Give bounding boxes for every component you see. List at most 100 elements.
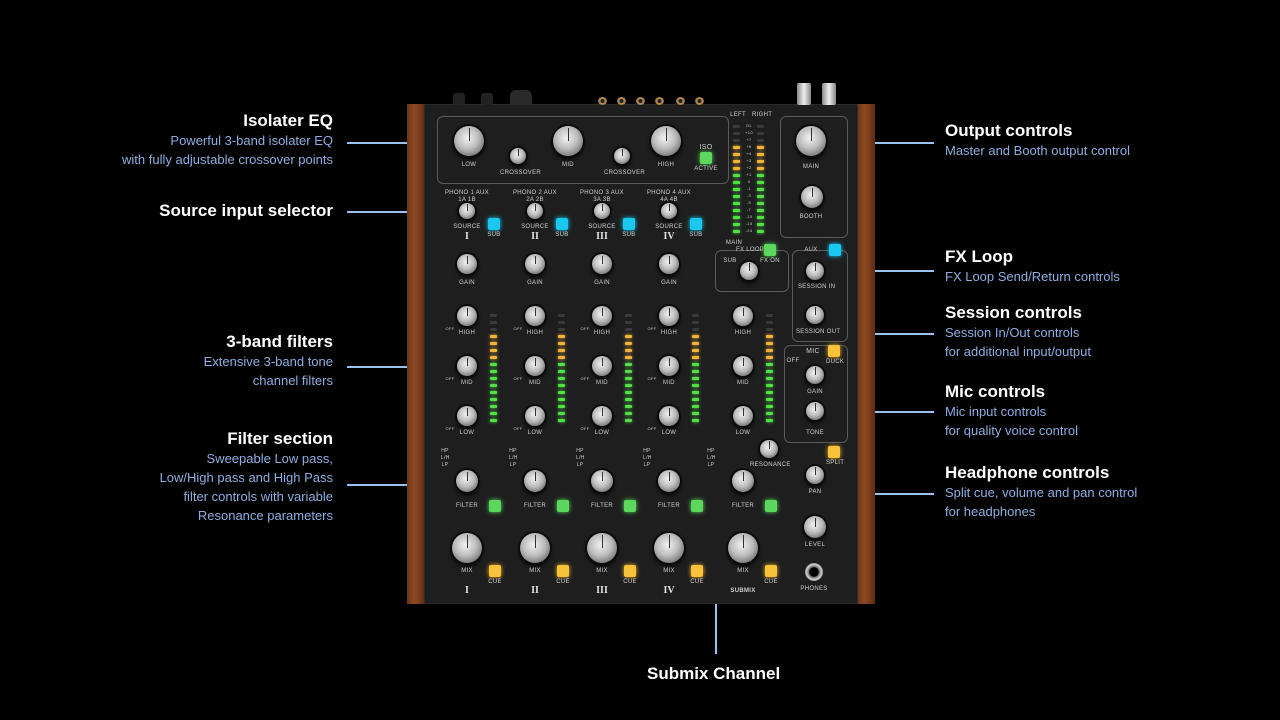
session-out-knob[interactable]: [806, 306, 824, 324]
cue-button[interactable]: [691, 565, 703, 577]
sub-button[interactable]: [690, 218, 702, 230]
eq-low-knob[interactable]: [525, 406, 545, 426]
eq-low-knob[interactable]: [454, 126, 484, 156]
submix-eq-low-knob[interactable]: [733, 406, 753, 426]
submix-eq-mid-knob[interactable]: [733, 356, 753, 376]
submix-filter-on-button[interactable]: [765, 500, 777, 512]
submix-mix-knob[interactable]: [728, 533, 758, 563]
filter-knob[interactable]: [456, 470, 478, 492]
filter-knob[interactable]: [524, 470, 546, 492]
eq-low-knob[interactable]: [659, 406, 679, 426]
source-selector-knob[interactable]: [459, 203, 475, 219]
channel-meter-led: [490, 328, 497, 331]
eq-mid-knob[interactable]: [457, 356, 477, 376]
cue-button[interactable]: [624, 565, 636, 577]
mix-knob[interactable]: [654, 533, 684, 563]
source-selector-knob[interactable]: [661, 203, 677, 219]
eq-mid-knob[interactable]: [592, 356, 612, 376]
split-button[interactable]: [828, 446, 840, 458]
channel-meter-led: [692, 342, 699, 345]
source-options-label: 1A 1B: [458, 197, 476, 203]
meter-led: [757, 223, 764, 226]
iso-active-button[interactable]: [700, 152, 712, 164]
crossover-low-knob[interactable]: [510, 148, 526, 164]
mix-knob[interactable]: [452, 533, 482, 563]
crossover-high-knob[interactable]: [614, 148, 630, 164]
rear-jack: [481, 93, 493, 105]
annotation-title: Headphone controls: [945, 463, 1110, 482]
headphone-pan-knob[interactable]: [806, 466, 824, 484]
iso-label: ISO: [699, 144, 713, 151]
submix-filter-knob[interactable]: [732, 470, 754, 492]
meter-led: [757, 230, 764, 233]
channel-meter-led: [692, 398, 699, 401]
crossover-label: CROSSOVER: [500, 170, 542, 176]
eq-high-knob[interactable]: [592, 306, 612, 326]
eq-high-knob[interactable]: [659, 306, 679, 326]
fx-on-button[interactable]: [764, 244, 776, 256]
submix-meter-led: [766, 370, 773, 373]
channel-meter-led: [490, 405, 497, 408]
sub-button[interactable]: [488, 218, 500, 230]
eq-high-knob[interactable]: [651, 126, 681, 156]
source-selector-knob[interactable]: [594, 203, 610, 219]
mic-gain-knob[interactable]: [806, 366, 824, 384]
filter-knob[interactable]: [591, 470, 613, 492]
cue-button[interactable]: [557, 565, 569, 577]
main-output-knob[interactable]: [796, 126, 826, 156]
mic-tone-knob[interactable]: [806, 402, 824, 420]
channel-meter-led: [490, 356, 497, 359]
gain-knob[interactable]: [525, 254, 545, 274]
annotation-desc-line: for quality voice control: [945, 423, 1078, 438]
eq-high-knob[interactable]: [457, 306, 477, 326]
mix-knob[interactable]: [520, 533, 550, 563]
eq-low-knob[interactable]: [592, 406, 612, 426]
eq-low-knob[interactable]: [457, 406, 477, 426]
source-selector-knob[interactable]: [527, 203, 543, 219]
filter-label: FILTER: [657, 503, 681, 509]
gain-knob[interactable]: [659, 254, 679, 274]
sub-button[interactable]: [623, 218, 635, 230]
xlr-connector: [797, 83, 811, 105]
filter-on-button[interactable]: [691, 500, 703, 512]
session-sub-button[interactable]: [829, 244, 841, 256]
session-in-knob[interactable]: [806, 262, 824, 280]
annotation-submix-channel: Submix Channel: [647, 664, 780, 684]
sub-label: SUB: [555, 232, 569, 238]
mix-label: MIX: [737, 568, 749, 574]
submix-eq-high-knob[interactable]: [733, 306, 753, 326]
submix-cue-button[interactable]: [765, 565, 777, 577]
headphone-jack[interactable]: [805, 563, 823, 581]
duck-button[interactable]: [828, 345, 840, 357]
filter-on-button[interactable]: [489, 500, 501, 512]
headphone-level-knob[interactable]: [804, 516, 826, 538]
gain-knob[interactable]: [457, 254, 477, 274]
meter-led: [757, 209, 764, 212]
cue-label: CUE: [488, 579, 502, 585]
eq-mid-knob[interactable]: [553, 126, 583, 156]
headphone-controls-pointer: [835, 493, 934, 495]
booth-output-knob[interactable]: [801, 186, 823, 208]
annotation-desc-line: for headphones: [945, 504, 1036, 519]
source-input-pointer: [347, 211, 457, 213]
mix-knob[interactable]: [587, 533, 617, 563]
source-label: SOURCE: [655, 224, 683, 230]
filter-knob[interactable]: [658, 470, 680, 492]
meter-scale-label: -15: [745, 221, 753, 226]
lp-label: LP: [576, 462, 584, 468]
eq-high-knob[interactable]: [525, 306, 545, 326]
meter-scale-label: +10: [745, 130, 753, 135]
eq-mid-knob[interactable]: [525, 356, 545, 376]
eq-mid-knob[interactable]: [659, 356, 679, 376]
eq-high-label: HIGH: [593, 330, 611, 336]
cue-button[interactable]: [489, 565, 501, 577]
filter-on-button[interactable]: [624, 500, 636, 512]
fx-send-return-knob[interactable]: [740, 262, 758, 280]
cue-label: CUE: [764, 579, 778, 585]
gain-knob[interactable]: [592, 254, 612, 274]
annotation-title: FX Loop: [945, 247, 1013, 266]
cue-label: CUE: [556, 579, 570, 585]
resonance-knob[interactable]: [760, 440, 778, 458]
sub-button[interactable]: [556, 218, 568, 230]
filter-on-button[interactable]: [557, 500, 569, 512]
